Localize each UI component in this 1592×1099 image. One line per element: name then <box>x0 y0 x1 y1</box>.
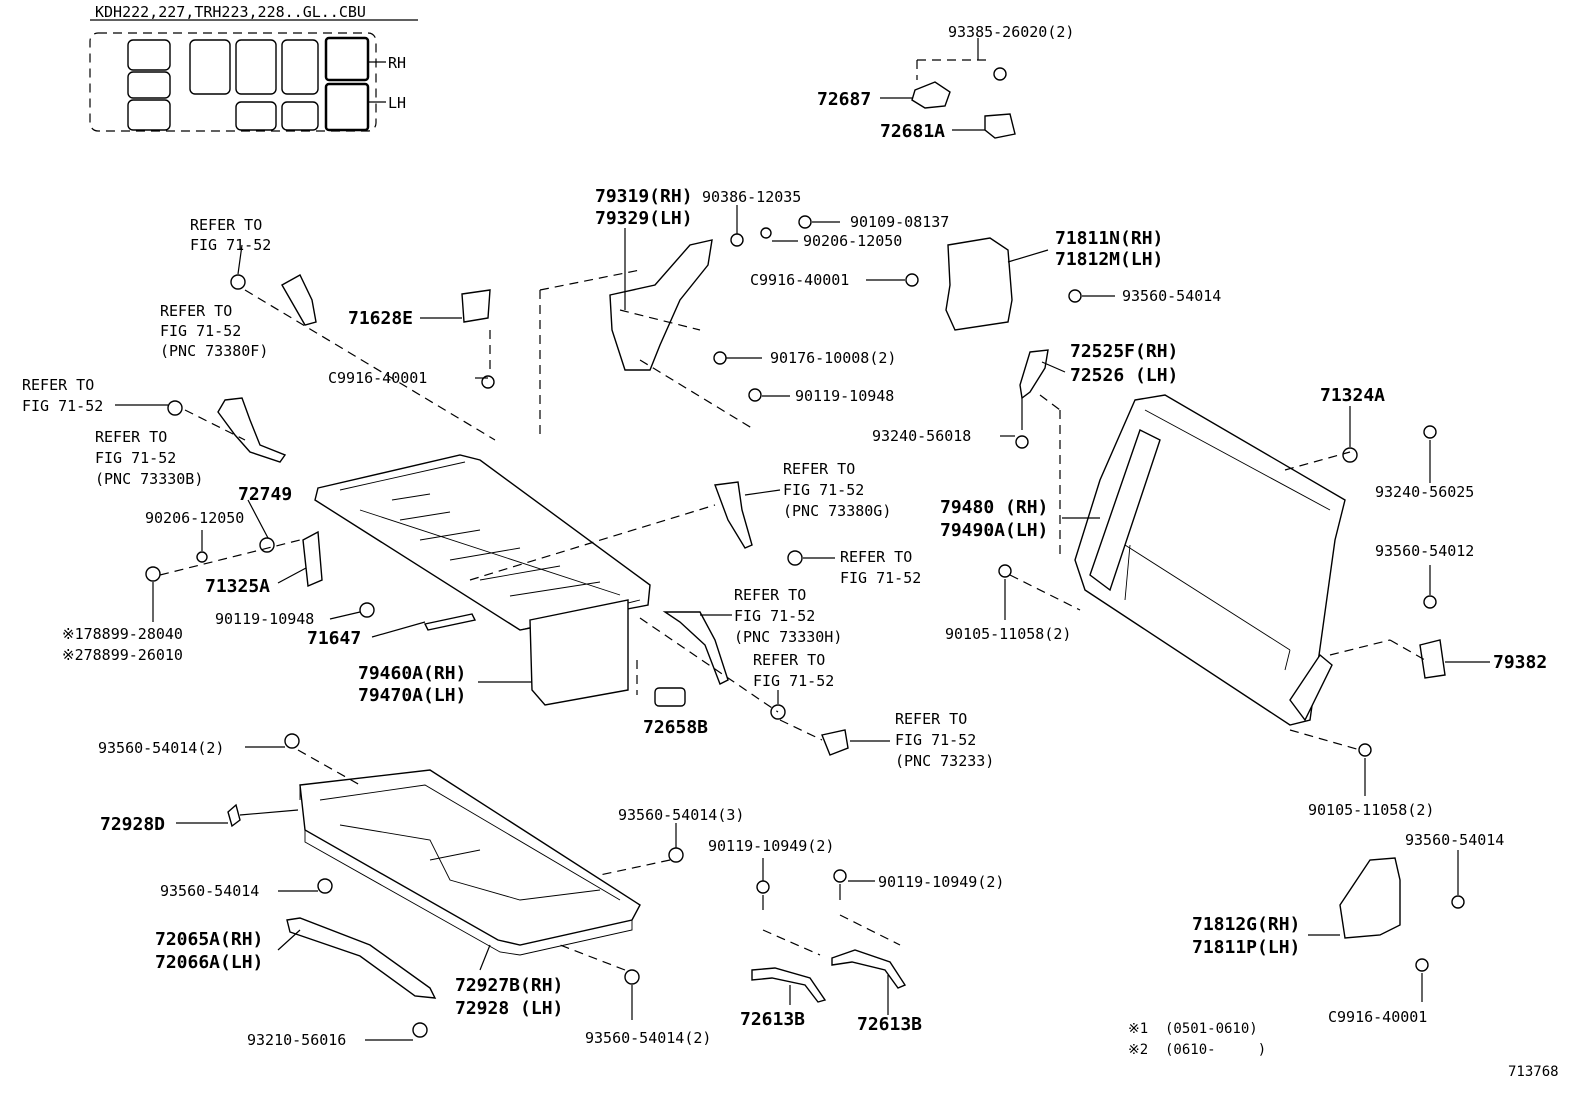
ref-6-line1: REFER TO <box>840 548 912 566</box>
ref-9-line3: (PNC 73233) <box>895 752 994 770</box>
label-72687[interactable]: 72687 <box>817 89 871 110</box>
label-90119-10948-top[interactable]: 90119-10948 <box>795 387 894 405</box>
label-c9916-40001-mid[interactable]: C9916-40001 <box>328 369 427 387</box>
label-71324a[interactable]: 71324A <box>1320 385 1385 406</box>
ref-6-line2[interactable]: FIG 71-52 <box>840 569 921 587</box>
ref-8-line1: REFER TO <box>753 651 825 669</box>
label-72066a[interactable]: 72066A(LH) <box>155 952 263 973</box>
footnotes: ※1 (0501-0610) ※2 (0610- ) 713768 <box>1128 1021 1559 1080</box>
footnote-2-mark: ※2 <box>1128 1042 1148 1058</box>
ref-4-line3: (PNC 73330B) <box>95 470 203 488</box>
label-79319[interactable]: 79319(RH) <box>595 186 693 207</box>
part-labels: 93385-26020(2) 72687 72681A 79319(RH) 79… <box>62 23 1547 1049</box>
label-71811n[interactable]: 71811N(RH) <box>1055 228 1163 249</box>
seat-map-lh-label: LH <box>388 94 406 112</box>
ref-5-line2[interactable]: FIG 71-52 <box>783 481 864 499</box>
seat-map: KDH222,227,TRH223,228..GL..CBU RH LH <box>89 3 418 132</box>
label-72613b-left[interactable]: 72613B <box>740 1009 805 1030</box>
label-90109-08137[interactable]: 90109-08137 <box>850 213 949 231</box>
label-72658b[interactable]: 72658B <box>643 717 708 738</box>
label-c9916-40001-top[interactable]: C9916-40001 <box>750 271 849 289</box>
label-93560-54014-2-upper[interactable]: 93560-54014(2) <box>98 739 224 757</box>
ref-2-line1: REFER TO <box>160 302 232 320</box>
ref-4-line1: REFER TO <box>95 428 167 446</box>
label-90206-12050-top[interactable]: 90206-12050 <box>803 232 902 250</box>
label-72928[interactable]: 72928 (LH) <box>455 998 563 1019</box>
label-93240-56018[interactable]: 93240-56018 <box>872 427 971 445</box>
label-90105-11058-left[interactable]: 90105-11058(2) <box>945 625 1071 643</box>
parts-artwork <box>145 59 1465 1038</box>
label-93240-56025[interactable]: 93240-56025 <box>1375 483 1474 501</box>
label-93560-54014-top[interactable]: 93560-54014 <box>1122 287 1221 305</box>
ref-1-line1: REFER TO <box>190 216 262 234</box>
label-71811p[interactable]: 71811P(LH) <box>1192 937 1300 958</box>
label-93560-54014-lower[interactable]: 93560-54014 <box>160 882 259 900</box>
label-71812m[interactable]: 71812M(LH) <box>1055 249 1163 270</box>
label-79329[interactable]: 79329(LH) <box>595 208 693 229</box>
label-90119-10949-left[interactable]: 90119-10949(2) <box>708 837 834 855</box>
label-78899-26010[interactable]: ※278899-26010 <box>62 646 183 664</box>
label-90119-10948-left[interactable]: 90119-10948 <box>215 610 314 628</box>
label-78899-28040[interactable]: ※178899-28040 <box>62 625 183 643</box>
label-90176-10008[interactable]: 90176-10008(2) <box>770 349 896 367</box>
label-90105-11058-right[interactable]: 90105-11058(2) <box>1308 801 1434 819</box>
label-71628e[interactable]: 71628E <box>348 308 413 329</box>
label-c9916-40001-bottom[interactable]: C9916-40001 <box>1328 1008 1427 1026</box>
label-72681a[interactable]: 72681A <box>880 121 945 142</box>
ref-5-line3: (PNC 73380G) <box>783 502 891 520</box>
label-79460a[interactable]: 79460A(RH) <box>358 663 466 684</box>
label-79490a[interactable]: 79490A(LH) <box>940 520 1048 541</box>
label-72613b-right[interactable]: 72613B <box>857 1014 922 1035</box>
footnote-1-mark: ※1 <box>1128 1021 1148 1037</box>
label-71647[interactable]: 71647 <box>307 628 361 649</box>
label-79382[interactable]: 79382 <box>1493 652 1547 673</box>
label-90206-12050-left[interactable]: 90206-12050 <box>145 509 244 527</box>
label-71812g[interactable]: 71812G(RH) <box>1192 914 1300 935</box>
figure-number: 713768 <box>1508 1064 1559 1080</box>
label-93560-54014-3[interactable]: 93560-54014(3) <box>618 806 744 824</box>
seat-map-rh-label: RH <box>388 54 406 72</box>
ref-7-line3: (PNC 73330H) <box>734 628 842 646</box>
label-93385-26020[interactable]: 93385-26020(2) <box>948 23 1074 41</box>
ref-7-line1: REFER TO <box>734 586 806 604</box>
label-90119-10949-right[interactable]: 90119-10949(2) <box>878 873 1004 891</box>
label-72928d[interactable]: 72928D <box>100 814 165 835</box>
label-72065a[interactable]: 72065A(RH) <box>155 929 263 950</box>
label-90386-12035[interactable]: 90386-12035 <box>702 188 801 206</box>
label-93560-54014-2-bottom[interactable]: 93560-54014(2) <box>585 1029 711 1047</box>
footnote-2-range: (0610- ) <box>1165 1042 1266 1058</box>
label-93210-56016[interactable]: 93210-56016 <box>247 1031 346 1049</box>
ref-1-line2[interactable]: FIG 71-52 <box>190 236 271 254</box>
ref-7-line2[interactable]: FIG 71-52 <box>734 607 815 625</box>
ref-5-line1: REFER TO <box>783 460 855 478</box>
label-72525f[interactable]: 72525F(RH) <box>1070 341 1178 362</box>
ref-8-line2[interactable]: FIG 71-52 <box>753 672 834 690</box>
ref-2-line2[interactable]: FIG 71-52 <box>160 322 241 340</box>
ref-3-line2[interactable]: FIG 71-52 <box>22 397 103 415</box>
ref-2-line3: (PNC 73380F) <box>160 342 268 360</box>
label-71325a[interactable]: 71325A <box>205 576 270 597</box>
ref-9-line1: REFER TO <box>895 710 967 728</box>
label-79470a[interactable]: 79470A(LH) <box>358 685 466 706</box>
footnote-1-range: (0501-0610) <box>1165 1021 1258 1037</box>
label-72526[interactable]: 72526 (LH) <box>1070 365 1178 386</box>
label-93560-54014-right[interactable]: 93560-54014 <box>1405 831 1504 849</box>
ref-4-line2[interactable]: FIG 71-52 <box>95 449 176 467</box>
model-applicability: KDH222,227,TRH223,228..GL..CBU <box>95 3 366 21</box>
ref-3-line1: REFER TO <box>22 376 94 394</box>
label-79480[interactable]: 79480 (RH) <box>940 497 1048 518</box>
leader-lines <box>115 38 1490 1041</box>
ref-9-line2[interactable]: FIG 71-52 <box>895 731 976 749</box>
label-93560-54012[interactable]: 93560-54012 <box>1375 542 1474 560</box>
reference-notes: REFER TO FIG 71-52 REFER TO FIG 71-52 (P… <box>22 216 994 770</box>
label-72749[interactable]: 72749 <box>238 484 292 505</box>
label-72927b[interactable]: 72927B(RH) <box>455 975 563 996</box>
